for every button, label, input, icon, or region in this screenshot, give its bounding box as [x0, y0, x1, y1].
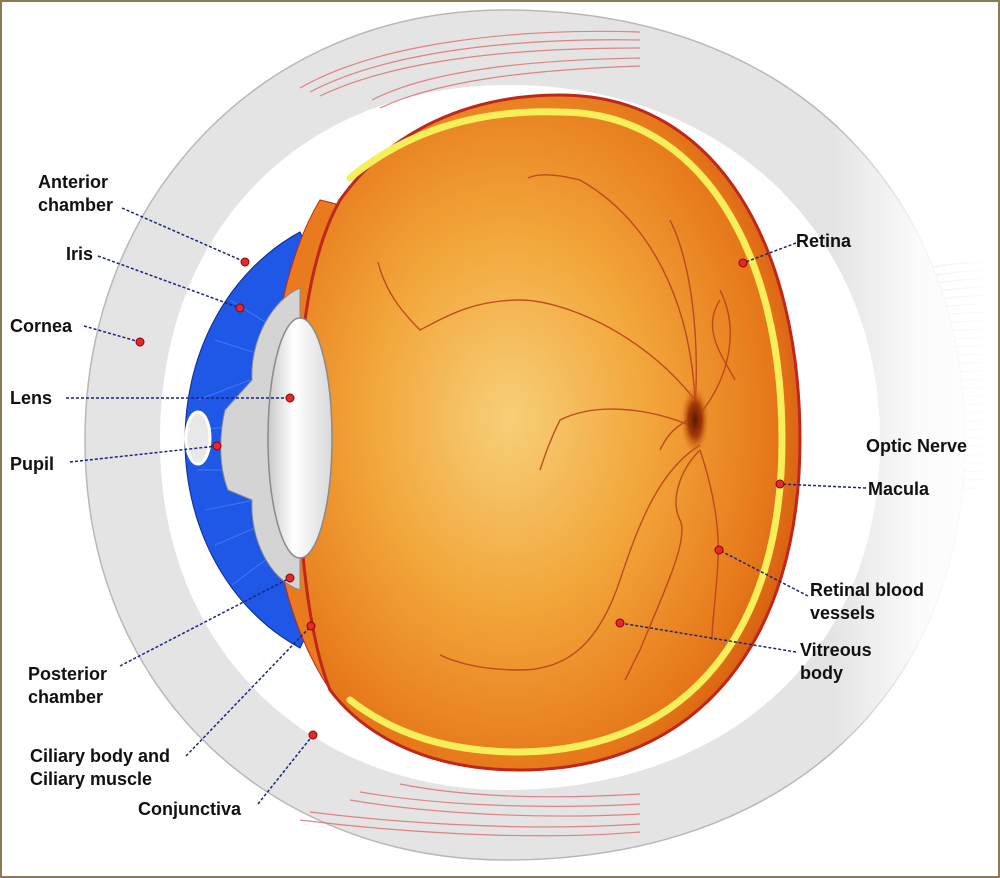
labels: Anterior chamber Iris Cornea Lens Pupil …: [10, 172, 967, 819]
marker-retinal-vessels: [714, 545, 724, 555]
label-cornea: Cornea: [10, 316, 73, 336]
marker-pupil: [212, 441, 222, 451]
label-posterior-chamber: Posterior chamber: [28, 664, 112, 707]
label-conjunctiva: Conjunctiva: [138, 799, 242, 819]
label-vitreous: Vitreous body: [800, 640, 877, 683]
label-iris: Iris: [66, 244, 93, 264]
label-pupil: Pupil: [10, 454, 54, 474]
marker-cornea: [135, 337, 145, 347]
marker-retina: [738, 258, 748, 268]
label-anterior-chamber: Anterior chamber: [38, 172, 113, 215]
marker-vitreous: [615, 618, 625, 628]
right-fade: [560, 2, 998, 876]
marker-lens: [285, 393, 295, 403]
marker-anterior-chamber: [240, 257, 250, 267]
label-ciliary: Ciliary body and Ciliary muscle: [30, 746, 175, 789]
lens-shape: [267, 317, 333, 559]
marker-posterior-chamber: [285, 573, 295, 583]
marker-conjunctiva: [308, 730, 318, 740]
marker-macula: [775, 479, 785, 489]
pupil-shape: [184, 410, 212, 466]
marker-iris: [235, 303, 245, 313]
marker-ciliary: [306, 621, 316, 631]
label-retina: Retina: [796, 231, 852, 251]
label-macula: Macula: [868, 479, 930, 499]
marker-points: [135, 257, 785, 740]
label-optic-nerve: Optic Nerve: [866, 436, 967, 456]
muscle-striations: [299, 30, 641, 837]
leader-lines: [66, 207, 867, 805]
label-retinal-vessels: Retinal blood vessels: [810, 580, 929, 623]
label-lens: Lens: [10, 388, 52, 408]
